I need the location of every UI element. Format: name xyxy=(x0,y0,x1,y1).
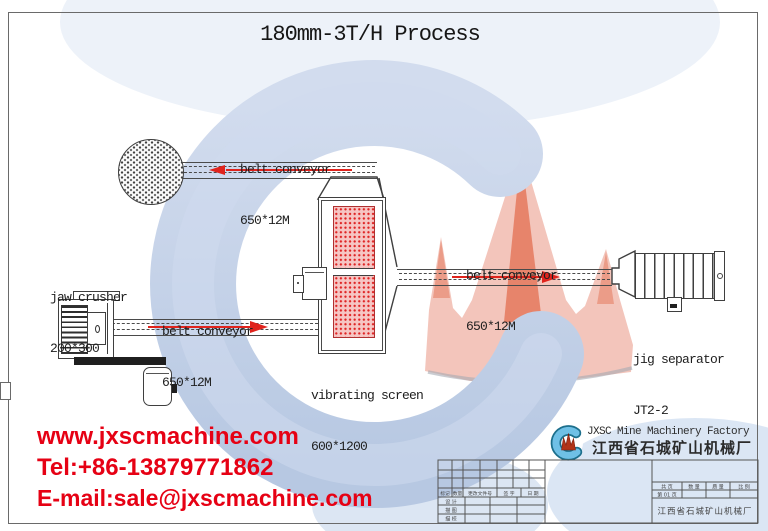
diagram-title: 180mm-3T/H Process xyxy=(260,22,481,47)
telephone-text: Tel:+86-13879771862 xyxy=(37,454,274,481)
conveyor-top-label: belt conveyor 650*12M xyxy=(240,127,332,263)
company-name-en: JXSC Mine Machinery Factory xyxy=(587,426,750,438)
jaw-crusher-name: jaw crusher xyxy=(50,290,128,305)
jig-separator-label: jig separator JT2-2 xyxy=(633,317,725,453)
jig-feed-funnel xyxy=(611,249,636,299)
tb-change-date: 日 期 xyxy=(527,491,538,497)
jig-separator-spec: JT2-2 xyxy=(633,403,669,418)
jxsc-logo-icon xyxy=(550,425,583,461)
conveyor-top-spec: 650*12M xyxy=(240,213,290,228)
screen-mesh-upper xyxy=(333,206,375,269)
drawing-border xyxy=(8,12,758,524)
tb-change-sign: 签 字 xyxy=(503,490,514,497)
vibrating-screen-name: vibrating screen xyxy=(311,388,424,403)
tb-design: 设 计 xyxy=(445,499,457,506)
jaw-crusher-body xyxy=(58,299,114,359)
jaw-crusher-base-bar xyxy=(74,357,166,365)
belt-conveyor-top xyxy=(182,162,377,179)
flow-line-right xyxy=(452,276,544,278)
tb-total-pages: 共 页 xyxy=(661,484,673,491)
flow-line-left xyxy=(226,169,352,171)
flow-arrow-right-icon xyxy=(250,321,268,333)
conveyor-discharge-spec: 650*12M xyxy=(466,319,516,334)
jaw-crusher-motor xyxy=(143,367,177,406)
conveyor-feed-name: belt conveyor xyxy=(162,324,254,339)
belt-conveyor-discharge xyxy=(397,269,612,286)
website-link[interactable]: www.jxscmachine.com xyxy=(37,423,299,450)
flow-line-right xyxy=(148,326,254,328)
tb-trace: 描 图 xyxy=(445,507,457,514)
conveyor-feed-spec: 650*12M xyxy=(162,375,212,390)
tb-check: 描 校 xyxy=(445,516,457,523)
email-link[interactable]: E-mail:sale@jxscmachine.com xyxy=(37,485,373,511)
jaw-crusher-chamber xyxy=(87,312,106,345)
conveyor-discharge-name: belt conveyor xyxy=(466,268,558,283)
flow-arrow-right-icon xyxy=(542,271,560,283)
flow-arrow-left-icon xyxy=(209,164,225,175)
conveyor-feed-label: belt conveyor 650*12M xyxy=(162,289,254,425)
screen-motor xyxy=(302,267,327,300)
screen-motor-mount xyxy=(293,275,304,293)
tb-change-qty: 数量 xyxy=(453,490,463,497)
tb-change-doc: 更改文件号 xyxy=(468,490,492,497)
jaw-crusher-toggle-plates xyxy=(61,305,88,354)
tb-scale: 比 例 xyxy=(738,484,750,491)
vibrating-screen-label: vibrating screen 600*1200 xyxy=(311,353,424,489)
jaw-crusher-frame-line xyxy=(107,303,108,354)
tb-change-mark: 标记 xyxy=(440,490,450,497)
title-block: 标记 数量 更改文件号 签 字 日 期 设 计 描 图 描 校 共 页 数 量 … xyxy=(437,459,759,524)
conveyor-top-name: belt conveyor xyxy=(240,162,332,177)
border-left-tab xyxy=(0,382,11,400)
glow-bottom-right xyxy=(547,418,768,531)
jig-separator-end-cap xyxy=(714,251,725,301)
jig-separator-name: jig separator xyxy=(633,352,725,367)
vibrating-screen-spec: 600*1200 xyxy=(311,439,368,454)
trommel-drum xyxy=(118,139,184,205)
tb-qty: 数 量 xyxy=(688,484,700,491)
conveyor-discharge-label: belt conveyor 650*12M xyxy=(466,233,558,369)
company-name-cn: 江西省石城矿山机械厂 xyxy=(592,441,753,457)
tb-page-no: 第 01 页 xyxy=(657,492,677,499)
jaw-crusher-label: jaw crusher 200*300 xyxy=(50,255,128,391)
jaw-crusher-spec: 200*300 xyxy=(50,341,100,356)
screen-mid-frame xyxy=(333,268,373,276)
screen-mesh-lower xyxy=(333,275,375,338)
tb-factory-name: 江西省石城矿山机械厂 xyxy=(657,506,752,517)
jig-separator-discharge-box xyxy=(667,297,682,312)
jig-separator-body xyxy=(635,253,716,299)
belt-conveyor-feed xyxy=(100,319,320,336)
tb-mass: 质 量 xyxy=(712,484,724,491)
